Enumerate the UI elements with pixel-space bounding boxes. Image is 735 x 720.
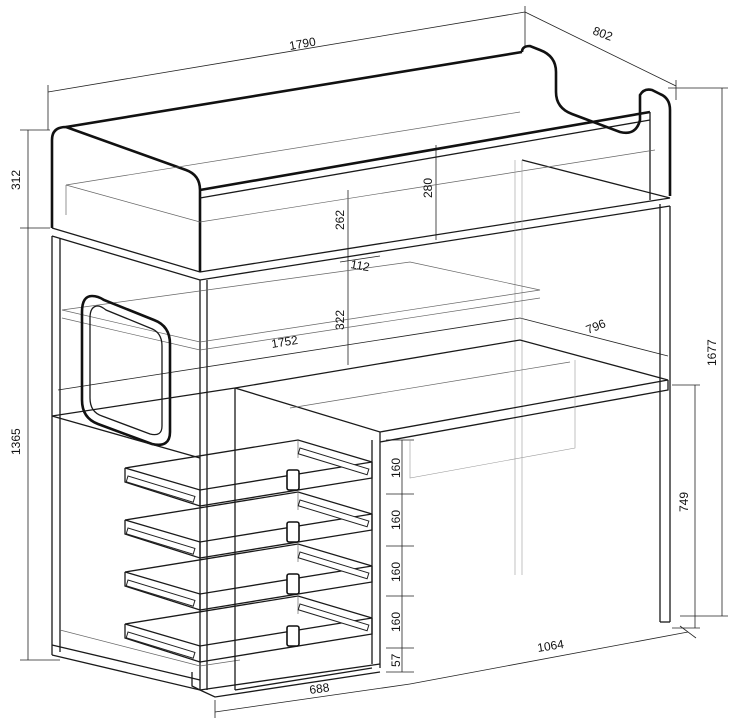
drawer-1 xyxy=(124,439,373,507)
dim-overall-depth: 802 xyxy=(591,24,615,44)
dim-inner-length: 1752 xyxy=(270,333,299,351)
right-end-panel xyxy=(520,44,672,196)
drawer-2 xyxy=(124,491,373,559)
dimension-labels: 1790 802 312 1365 1677 749 1752 796 322 … xyxy=(9,24,719,697)
dim-drawer-height-1: 160 xyxy=(389,458,403,478)
guard-rail xyxy=(65,50,523,129)
dim-drawer-height-3: 160 xyxy=(389,562,403,582)
drawer-handle-icon xyxy=(286,625,300,647)
dim-112: 112 xyxy=(349,257,371,274)
dim-262: 262 xyxy=(333,210,347,230)
dim-desk-height: 749 xyxy=(677,492,691,512)
dim-overall-height: 1677 xyxy=(705,339,719,366)
bed-frame xyxy=(50,44,672,698)
dim-lower-height: 1365 xyxy=(9,428,23,455)
drawer-4 xyxy=(124,595,373,663)
drawer-handle-icon xyxy=(286,521,300,543)
drawer-handle-icon xyxy=(286,573,300,595)
dim-clear-height: 322 xyxy=(333,310,347,330)
dim-overall-length: 1790 xyxy=(288,34,317,52)
drawer-3 xyxy=(124,543,373,611)
left-end-panel xyxy=(50,125,202,272)
desk-top xyxy=(234,339,669,433)
dim-plinth-height: 57 xyxy=(389,653,403,667)
drawer-handle-icon xyxy=(286,469,300,491)
side-window-opening xyxy=(80,294,172,447)
dim-desk-depth: 796 xyxy=(584,316,608,337)
dimension-lines xyxy=(20,6,728,718)
dim-drawer-height-4: 160 xyxy=(389,612,403,632)
dim-drawer-height-2: 160 xyxy=(389,510,403,530)
dim-280: 280 xyxy=(421,178,435,198)
dim-desk-width: 1064 xyxy=(536,637,565,655)
dim-guard-height: 312 xyxy=(9,170,23,190)
dim-drawer-unit-width: 688 xyxy=(308,680,330,697)
drawers xyxy=(124,439,373,663)
